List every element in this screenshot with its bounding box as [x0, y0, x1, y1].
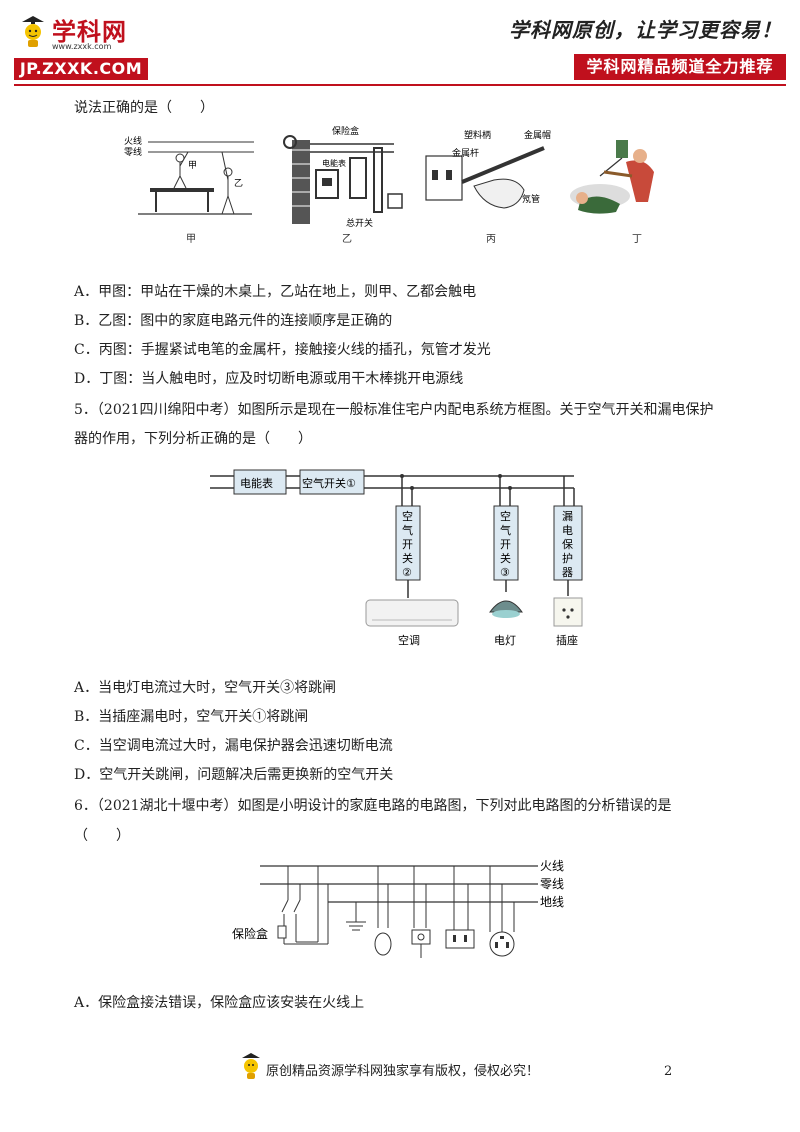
brand-url: www.zxxk.com [52, 42, 112, 51]
label-air-switch-1: 空气开关① [302, 476, 356, 490]
label-person-jia: 甲 [188, 160, 197, 171]
label-socket: 插座 [556, 633, 578, 647]
figure-distribution-diagram: 电能表 空气开关① 空 气 开 关 ② 空 气 开 关 ③ 漏 电 保 护 器 … [210, 469, 583, 647]
label-metal-rod: 金属杆 [452, 147, 479, 159]
figure-bing: 塑料柄 金属帽 金属杆 氖管 [425, 129, 551, 209]
label-person-yi: 乙 [234, 178, 243, 189]
label-plastic-handle: 塑料柄 [464, 129, 491, 141]
header-slogan: 学科网原创，让学习更容易！ [509, 18, 782, 42]
mascot-logo-icon [22, 16, 44, 47]
caption-ding: 丁 [632, 234, 642, 245]
brand-name: 学科网 [52, 18, 127, 46]
caption-bing: 丙 [486, 234, 496, 245]
label-fuse-box: 保险盒 [332, 125, 359, 137]
q5-stem-line1: 5．（2021四川绵阳中考）如图所示是现在一般标准住宅户内配电系统方框图。关于空… [74, 402, 714, 418]
label-main-switch: 总开关 [346, 217, 373, 229]
label-switch3-c4: ③ [500, 566, 510, 579]
label-hot-wire: 火线 [124, 135, 142, 147]
figure-household-circuit: 火线 零线 地线 保险盒 [232, 859, 564, 958]
caption-yi: 乙 [342, 234, 352, 245]
header-divider [14, 84, 786, 86]
label-protector-c1: 电 [562, 524, 573, 537]
channel-badge: 学科网精品频道全力推荐 [574, 54, 786, 80]
q6-stem-line1: 6．（2021湖北十堰中考）如图是小明设计的家庭电路的电路图，下列对此电路图的分… [74, 798, 672, 814]
q5-stem-line2: 器的作用，下列分析正确的是（ ） [74, 431, 312, 447]
label-protector-c4: 器 [562, 566, 573, 579]
q5-option-a: A．当电灯电流过大时，空气开关③将跳闸 [74, 680, 337, 696]
site-badge: JP.ZXXK.COM [14, 58, 148, 80]
q4-option-d: D．丁图：当人触电时，应及时切断电源或用干木棒挑开电源线 [74, 371, 464, 387]
figure-ding [570, 140, 654, 214]
q6-stem-line2: （ ） [74, 828, 130, 844]
label-switch3-c3: 关 [500, 551, 511, 565]
figure-jia: 火线 零线 甲 乙 [124, 135, 254, 215]
label-switch3-c0: 空 [500, 509, 511, 523]
label-neon-tube: 氖管 [522, 193, 540, 205]
label-protector-c0: 漏 [562, 510, 573, 523]
label-switch2-c3: 关 [402, 551, 413, 565]
label-ground-line: 地线 [540, 895, 564, 909]
q5-option-d: D．空气开关跳闸，问题解决后需更换新的空气开关 [74, 767, 394, 783]
page-number: 2 [664, 1064, 673, 1079]
label-protector-c2: 保 [562, 537, 573, 551]
q4-stem: 说法正确的是（ ） [74, 100, 214, 116]
label-meter-box: 电能表 [240, 476, 273, 490]
q4-option-b: B．乙图：图中的家庭电路元件的连接顺序是正确的 [74, 313, 393, 329]
q4-option-a: A．甲图：甲站在干燥的木桌上，乙站在地上，则甲、乙都会触电 [74, 284, 477, 300]
label-switch2-c2: 开 [402, 538, 413, 551]
q5-option-b: B．当插座漏电时，空气开关①将跳闸 [74, 709, 309, 725]
label-lamp: 电灯 [494, 634, 516, 647]
label-switch2-c0: 空 [402, 509, 413, 523]
caption-jia: 甲 [186, 234, 196, 245]
label-neutral-wire: 零线 [124, 146, 142, 158]
q4-option-c: C．丙图：手握紧试电笔的金属杆，接触接火线的插孔，氖管才发光 [74, 342, 491, 358]
figure-yi: 保险盒 电能表 总开关 [283, 125, 403, 229]
q6-option-a: A．保险盒接法错误，保险盒应该安装在火线上 [74, 995, 365, 1011]
label-fuse: 保险盒 [232, 926, 268, 941]
q5-option-c: C．当空调电流过大时，漏电保护器会迅速切断电流 [74, 738, 393, 754]
label-ac: 空调 [398, 633, 420, 647]
label-hot-line: 火线 [540, 859, 564, 873]
label-protector-c3: 护 [562, 551, 573, 565]
page-header: 学科网 www.zxxk.com JP.ZXXK.COM 学科网原创，让学习更容… [0, 0, 800, 90]
copyright-notice: 原创精品资源学科网独家享有版权，侵权必究！ [266, 1064, 540, 1079]
mascot-footer-icon [242, 1053, 260, 1079]
label-neutral-line: 零线 [540, 877, 564, 891]
label-switch3-c2: 开 [500, 538, 511, 551]
label-switch3-c1: 气 [500, 523, 511, 537]
label-switch2-c4: ② [402, 566, 412, 579]
label-switch2-c1: 气 [402, 523, 413, 537]
label-metal-cap: 金属帽 [524, 129, 551, 141]
label-energy-meter: 电能表 [322, 158, 346, 168]
